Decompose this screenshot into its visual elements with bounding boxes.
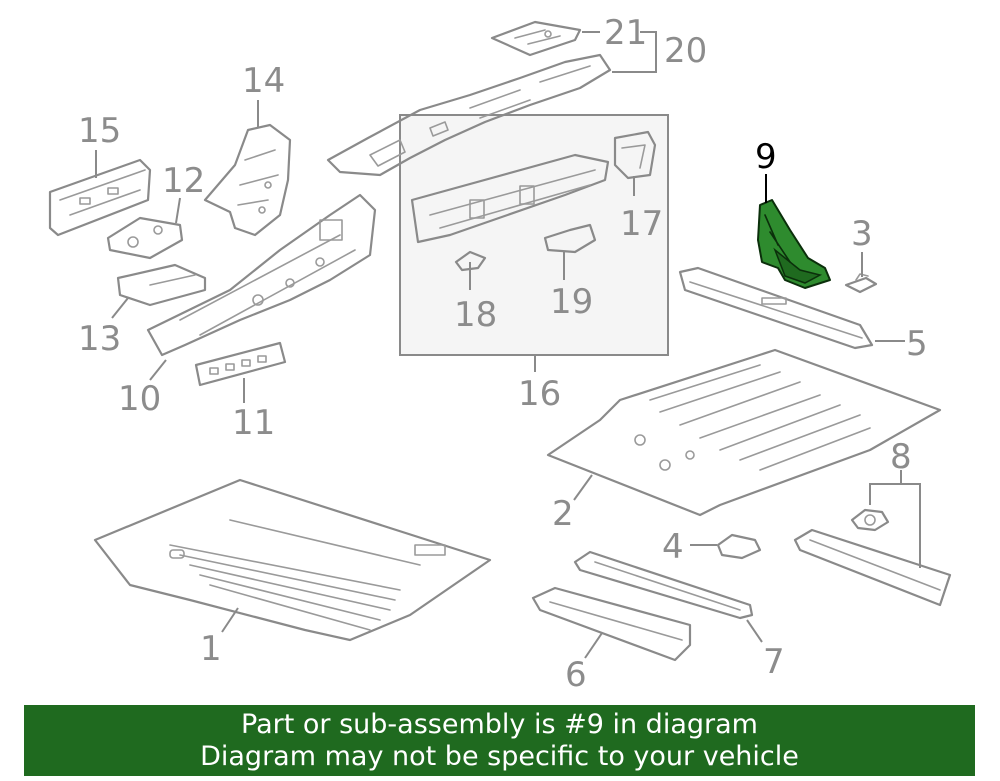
callout-16: 16 [518, 374, 561, 414]
callout-9: 9 [755, 137, 777, 177]
callout-12: 12 [162, 161, 205, 201]
part-2-floor-rear[interactable] [546, 348, 942, 517]
subassembly-box-16 [399, 114, 669, 356]
part-13-bracket[interactable] [116, 263, 207, 307]
part-8-nut[interactable] [850, 508, 890, 532]
part-21-bracket[interactable] [490, 20, 582, 57]
leader-7 [746, 619, 763, 643]
callout-4: 4 [662, 527, 684, 567]
part-18-clip[interactable] [454, 250, 487, 272]
part-7-reinforcement[interactable] [573, 550, 754, 620]
leader-1 [221, 607, 239, 633]
part-12-bracket[interactable] [106, 216, 184, 260]
callout-5: 5 [906, 324, 928, 364]
callout-20: 20 [664, 31, 707, 71]
callout-8: 8 [890, 437, 912, 477]
callout-13: 13 [78, 319, 121, 359]
part-14-panel[interactable] [203, 123, 292, 237]
leader-12 [175, 197, 181, 224]
callout-7: 7 [763, 642, 785, 682]
callout-18: 18 [454, 295, 497, 335]
callout-21: 21 [604, 13, 647, 53]
callout-3: 3 [851, 214, 873, 254]
leader-2 [573, 474, 593, 501]
part-5-sill[interactable] [678, 266, 874, 350]
part-8-sill[interactable] [793, 528, 952, 607]
callout-19: 19 [550, 282, 593, 322]
part-4-bracket[interactable] [716, 533, 762, 560]
leader-13 [111, 297, 129, 319]
callout-14: 14 [242, 61, 285, 101]
part-16-crossmember[interactable] [410, 153, 610, 244]
info-banner: Part or sub-assembly is #9 in diagram Di… [24, 705, 975, 776]
callout-10: 10 [118, 379, 161, 419]
part-11-strip[interactable] [194, 341, 287, 387]
part-20-rail[interactable] [326, 53, 612, 177]
banner-line-1: Part or sub-assembly is #9 in diagram [241, 708, 758, 740]
part-3-clip[interactable] [844, 273, 878, 294]
callout-11: 11 [232, 403, 275, 443]
part-1-floor-front[interactable] [93, 478, 492, 642]
callout-6: 6 [565, 655, 587, 695]
part-6-sill[interactable] [531, 586, 692, 662]
part-17-bracket[interactable] [613, 130, 657, 180]
part-9-highlighted[interactable] [757, 199, 831, 289]
parts-diagram: 1 2 3 4 5 6 7 8 9 10 11 12 13 14 15 16 1… [48, 13, 952, 695]
callout-2: 2 [552, 494, 574, 534]
part-10-rail[interactable] [146, 193, 377, 357]
callout-15: 15 [78, 111, 121, 151]
callout-17: 17 [620, 204, 663, 244]
callout-1: 1 [200, 629, 222, 669]
part-19-bracket[interactable] [543, 223, 597, 254]
banner-line-2: Diagram may not be specific to your vehi… [200, 740, 799, 772]
leader-6 [584, 632, 603, 659]
leader-10 [149, 359, 167, 381]
leader-20 [612, 31, 657, 73]
leader-8 [869, 483, 921, 568]
part-15-rail[interactable] [48, 158, 152, 237]
